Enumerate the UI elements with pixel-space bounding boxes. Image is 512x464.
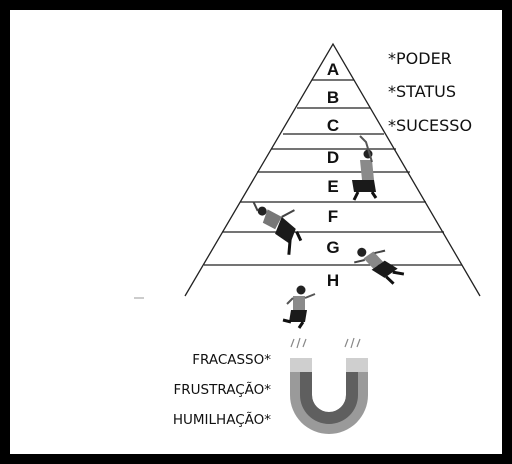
falling-figure: [239, 191, 312, 256]
pyramid-levels: A B C D E F G H: [326, 60, 339, 290]
word-sucesso: *SUCESSO: [388, 116, 472, 135]
word-humilhacao: HUMILHAÇÃO*: [173, 411, 271, 428]
horseshoe-magnet-icon: [290, 358, 368, 434]
word-frustracao: FRUSTRAÇÃO*: [174, 381, 272, 398]
level-g: G: [326, 238, 339, 257]
level-f: F: [328, 207, 338, 226]
bottom-words: FRACASSO* FRUSTRAÇÃO* HUMILHAÇÃO*: [173, 352, 271, 428]
level-c: C: [327, 116, 339, 135]
top-words: *PODER *STATUS *SUCESSO: [388, 49, 472, 135]
word-poder: *PODER: [388, 49, 452, 68]
level-b: B: [327, 88, 339, 107]
climber-figure: [352, 136, 376, 200]
level-d: D: [327, 148, 339, 167]
level-h: H: [327, 271, 339, 290]
level-e: E: [327, 177, 338, 196]
word-status: *STATUS: [388, 82, 456, 101]
level-a: A: [327, 60, 339, 79]
falling-figure: [283, 286, 315, 329]
magnetic-field-marks: [291, 338, 360, 348]
word-fracasso: FRACASSO*: [192, 352, 271, 368]
